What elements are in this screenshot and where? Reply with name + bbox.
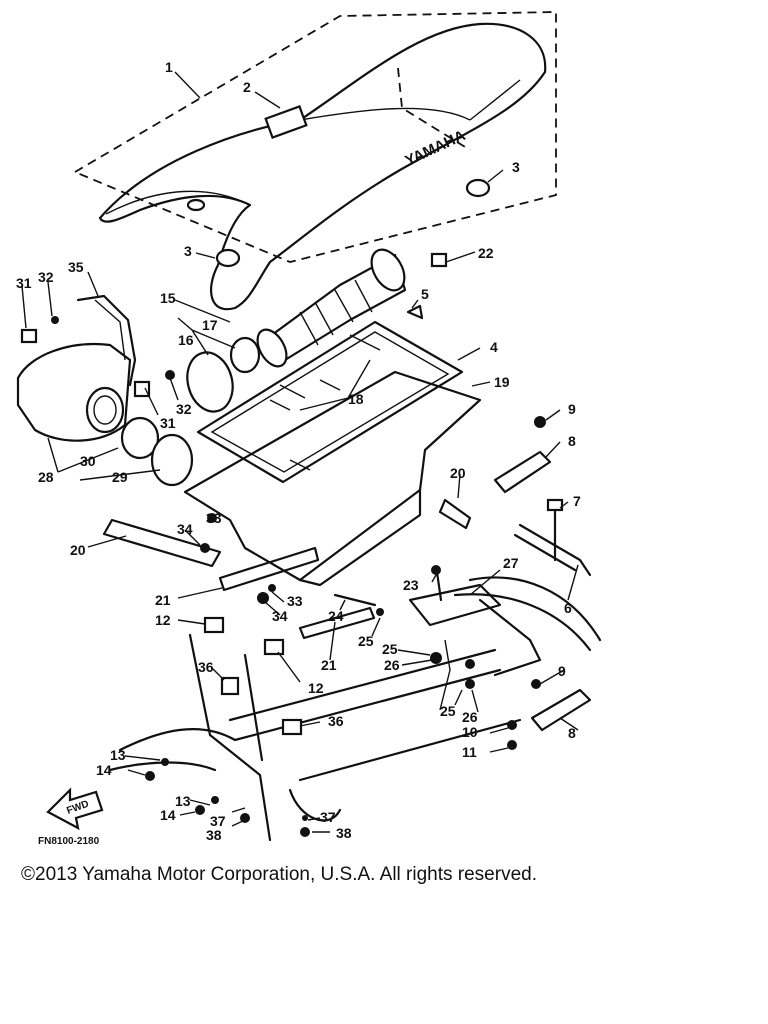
callout: 22 — [478, 245, 494, 261]
callout: 14 — [160, 807, 176, 823]
brace-bolt — [513, 498, 592, 577]
drawing-code: FN8100-2180 — [38, 836, 100, 847]
callout: 24 — [328, 608, 344, 624]
callout: 15 — [160, 290, 176, 306]
callout: 36 — [328, 713, 344, 729]
callout: 30 — [80, 453, 96, 469]
seat-strap — [264, 105, 308, 139]
callout: 34 — [177, 521, 193, 537]
callout: 26 — [462, 709, 478, 725]
seat-brand-text: YAMAHA — [403, 127, 469, 170]
callout: 25 — [440, 703, 456, 719]
callout: 6 — [564, 600, 572, 616]
intake-duct — [186, 248, 407, 413]
air-filter — [16, 343, 194, 487]
callout: 26 — [384, 657, 400, 673]
callout: 18 — [348, 391, 364, 407]
callout: 4 — [490, 339, 498, 355]
callout: 1 — [165, 59, 173, 75]
callout: 17 — [202, 317, 218, 333]
duct-ring-16 — [186, 351, 234, 413]
callout: 9 — [558, 663, 566, 679]
callout: 35 — [68, 259, 84, 275]
filter-bracket — [20, 294, 175, 398]
callout: 13 — [110, 747, 126, 763]
hardware — [145, 252, 546, 837]
callout: 38 — [206, 827, 222, 843]
callout: 13 — [175, 793, 191, 809]
callout: 2 — [243, 79, 251, 95]
callout: 36 — [198, 659, 214, 675]
callout: 9 — [568, 401, 576, 417]
callout: 20 — [450, 465, 466, 481]
forward-arrow: FWD — [46, 787, 104, 831]
callout: 11 — [462, 744, 477, 760]
filter-element-29 — [150, 433, 194, 487]
callout: 20 — [70, 542, 86, 558]
callout: 29 — [112, 469, 128, 485]
leader-lines — [21, 71, 579, 833]
seal-strips — [102, 498, 472, 640]
callout: 32 — [176, 401, 192, 417]
exploded-parts-diagram: YAMAHA — [16, 11, 602, 847]
callout: 33 — [287, 593, 303, 609]
callout: 19 — [494, 374, 510, 390]
callout: 27 — [503, 555, 519, 571]
callout: 7 — [573, 493, 581, 509]
copyright-notice: ©2013 Yamaha Motor Corporation, U.S.A. A… — [21, 864, 537, 885]
callout: 28 — [38, 469, 54, 485]
callout: 37 — [210, 813, 226, 829]
gasket-ring-17 — [229, 336, 261, 374]
callout: 14 — [96, 762, 112, 778]
callout: 16 — [178, 332, 194, 348]
callout: 32 — [38, 269, 54, 285]
callout: 12 — [155, 612, 171, 628]
callout: 21 — [321, 657, 337, 673]
callout: 3 — [184, 243, 192, 259]
callout: 33 — [206, 510, 222, 526]
callout: 34 — [272, 608, 288, 624]
callout: 31 — [16, 275, 32, 291]
callout: 5 — [421, 286, 429, 302]
callout: 3 — [512, 159, 520, 175]
callout: 25 — [382, 641, 398, 657]
callout-numbers: 1 2 3 3 4 5 6 7 8 8 9 9 10 11 12 12 13 1… — [16, 59, 581, 843]
seat-assembly: YAMAHA — [72, 11, 557, 311]
seat-damper-left — [215, 248, 241, 268]
callout: 8 — [568, 433, 576, 449]
callout: 25 — [358, 633, 374, 649]
callout: 12 — [308, 680, 324, 696]
callout: 31 — [160, 415, 176, 431]
filter-ring-30 — [120, 416, 160, 460]
callout: 8 — [568, 725, 576, 741]
callout: 21 — [155, 592, 171, 608]
air-box — [183, 320, 482, 587]
seat-damper-right — [465, 178, 491, 198]
callout: 38 — [336, 825, 352, 841]
callout: 23 — [403, 577, 419, 593]
callout: 37 — [320, 809, 336, 825]
grip-handles — [493, 450, 592, 732]
callout: 10 — [462, 724, 478, 740]
